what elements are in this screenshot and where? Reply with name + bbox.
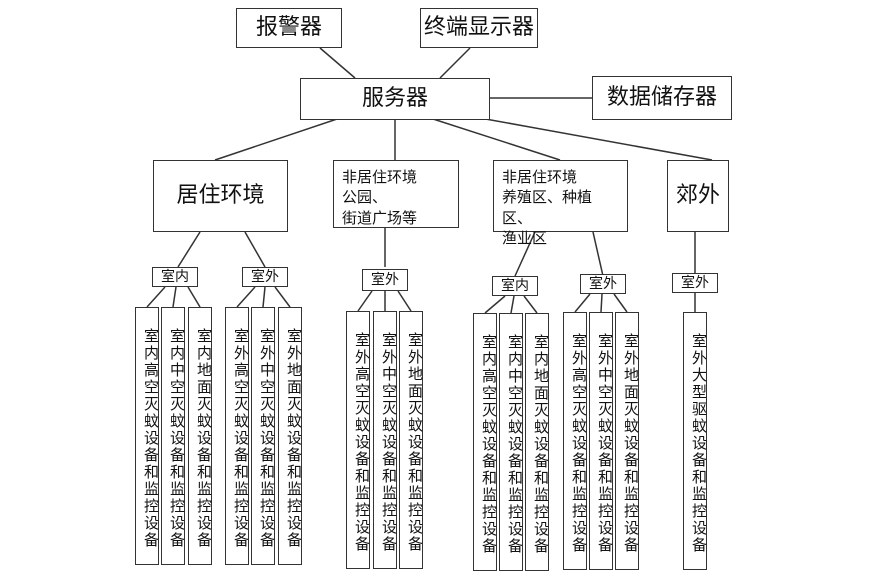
tag-park-outdoor: 室外 [362,269,408,291]
terminal-display-box: 终端显示器 [420,8,538,48]
zone-residential: 居住环境 [153,160,288,232]
device-res-indoor-mid: 室内中空灭蚊设备和监控设备 [161,307,186,565]
device-farm-outdoor-ground: 室外地面灭蚊设备和监控设备 [615,312,640,570]
tag-farm-outdoor: 室外 [580,274,626,294]
device-park-outdoor-high: 室外高空灭蚊设备和监控设备 [346,311,371,569]
device-farm-indoor-high: 室内高空灭蚊设备和监控设备 [473,313,498,571]
device-farm-indoor-ground: 室内地面灭蚊设备和监控设备 [525,313,550,571]
zone-non-residential-farm: 非居住环境 养殖区、种植区、 渔业区 [493,160,628,247]
device-res-outdoor-mid: 室外中空灭蚊设备和监控设备 [251,307,276,565]
tag-res-outdoor: 室外 [242,267,288,287]
server-box: 服务器 [300,78,490,120]
data-storage-box: 数据储存器 [592,76,732,120]
zone-suburb: 郊外 [667,160,729,232]
device-park-outdoor-mid: 室外中空灭蚊设备和监控设备 [373,311,398,569]
device-farm-outdoor-mid: 室外中空灭蚊设备和监控设备 [589,312,614,570]
device-farm-indoor-mid: 室内中空灭蚊设备和监控设备 [499,313,524,571]
device-res-indoor-ground: 室内地面灭蚊设备和监控设备 [188,307,213,565]
device-suburb-outdoor-large: 室外大型驱蚊设备和监控设备 [683,312,708,570]
device-res-outdoor-high: 室外高空灭蚊设备和监控设备 [225,307,250,565]
tag-suburb-outdoor: 室外 [672,273,718,293]
device-farm-outdoor-high: 室外高空灭蚊设备和监控设备 [563,312,588,570]
device-park-outdoor-ground: 室外地面灭蚊设备和监控设备 [399,311,424,569]
device-res-indoor-high: 室内高空灭蚊设备和监控设备 [135,307,160,565]
tag-farm-indoor: 室内 [492,276,538,296]
tag-res-indoor: 室内 [152,267,198,287]
device-res-outdoor-ground: 室外地面灭蚊设备和监控设备 [278,307,303,565]
zone-non-residential-park: 非居住环境 公园、 街道广场等 [333,160,459,228]
alarm-box: 报警器 [236,8,342,48]
